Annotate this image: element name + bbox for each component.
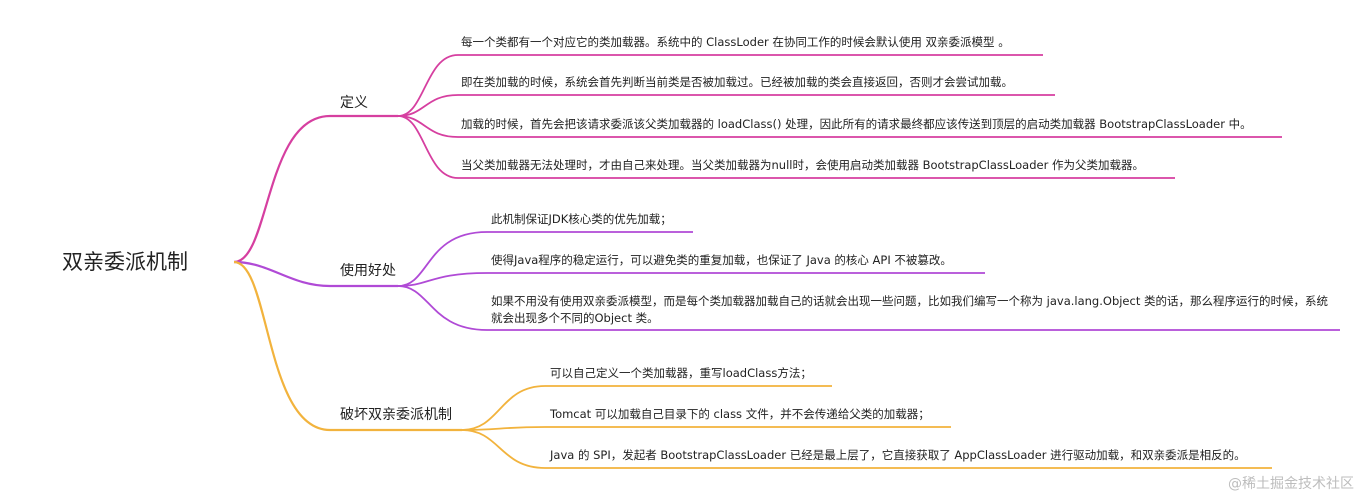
- leaf-breaking-1[interactable]: Tomcat 可以加载自己目录下的 class 文件，并不会传递给父类的加载器；: [550, 407, 930, 421]
- leaf-definition-3[interactable]: 当父类加载器无法处理时，才由自己来处理。当父类加载器为null时，会使用启动类加…: [461, 158, 1144, 172]
- leaf-definition-1[interactable]: 即在类加载的时候，系统会首先判断当前类是否被加载过。已经被加载的类会直接返回，否…: [461, 75, 1013, 89]
- leaf-breaking-2[interactable]: Java 的 SPI，发起者 BootstrapClassLoader 已经是最…: [550, 448, 1246, 462]
- edge-root-benefits: [233, 260, 398, 288]
- edge-root-breaking: [233, 260, 462, 432]
- leaf-benefits-0[interactable]: 此机制保证JDK核心类的优先加载；: [491, 212, 672, 226]
- edge-breaking-leaf-2: [461, 429, 1272, 469]
- branch-breaking[interactable]: 破坏双亲委派机制: [340, 407, 452, 423]
- edge-benefits-leaf-0: [397, 231, 693, 287]
- edge-definition-leaf-1: [397, 94, 1055, 117]
- edge-definition-leaf-0: [397, 54, 1043, 117]
- edge-breaking-leaf-1: [461, 426, 951, 431]
- watermark-text: @稀土掘金技术社区: [1228, 476, 1354, 492]
- root-node[interactable]: 双亲委派机制: [62, 250, 188, 274]
- branch-definition[interactable]: 定义: [340, 95, 368, 111]
- edge-definition-leaf-2: [397, 115, 1282, 138]
- branch-benefits[interactable]: 使用好处: [340, 263, 396, 279]
- leaf-breaking-0[interactable]: 可以自己定义一个类加载器，重写loadClass方法；: [550, 366, 812, 380]
- edge-benefits-leaf-2: [397, 285, 1340, 331]
- edge-definition-leaf-3: [397, 115, 1175, 179]
- edge-breaking-leaf-0: [461, 385, 832, 431]
- leaf-definition-2[interactable]: 加载的时候，首先会把该请求委派该父类加载器的 loadClass() 处理，因此…: [461, 117, 1252, 131]
- leaf-benefits-2[interactable]: 如果不用没有使用双亲委派模型，而是每个类加载器加载自己的话就会出现一些问题，比如…: [491, 294, 1328, 325]
- edge-benefits-leaf-1: [397, 272, 985, 287]
- leaf-benefits-1[interactable]: 使得Java程序的稳定运行，可以避免类的重复加载，也保证了 Java 的核心 A…: [491, 253, 952, 267]
- edge-root-definition: [233, 114, 398, 264]
- leaf-definition-0[interactable]: 每一个类都有一个对应它的类加载器。系统中的 ClassLoder 在协同工作的时…: [461, 35, 1010, 49]
